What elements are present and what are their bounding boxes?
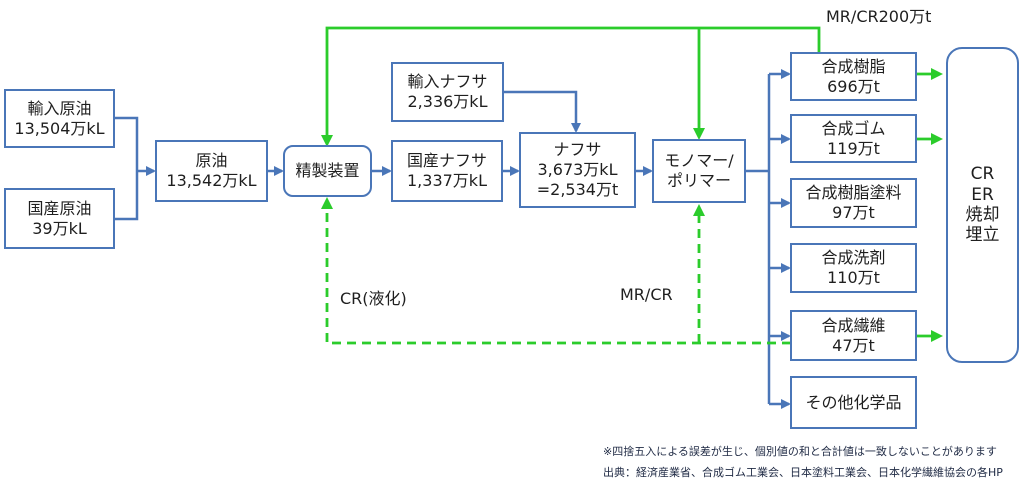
domestic-naphtha-title: 国産ナフサ: [406, 151, 487, 170]
product-value: 110万t: [827, 268, 880, 287]
naphtha-title: ナフサ: [553, 140, 602, 159]
monomer-polymer-box: モノマー/ ポリマー: [652, 139, 746, 203]
crude-value: 13,542万kL: [166, 171, 257, 190]
mr-cr-label: MR/CR: [620, 285, 673, 304]
domestic-crude-box: 国産原油 39万kL: [4, 188, 115, 249]
arrow-mr-cr-to-refinery: [321, 26, 821, 147]
disposal-box: CR ER 焼却 埋立: [946, 47, 1019, 363]
import-naphtha-box: 輸入ナフサ 2,336万kL: [391, 62, 504, 122]
arrow-cr-liquefaction: [321, 197, 791, 345]
product-synthetic-resin: 合成樹脂 696万t: [790, 52, 917, 101]
naphtha-box: ナフサ 3,673万kL =2,534万t: [519, 132, 636, 208]
product-value: 47万t: [832, 335, 875, 355]
product-title: その他化学品: [805, 392, 902, 412]
arrow-import-naphtha: [504, 90, 581, 133]
source-note: 出典：経済産業省、合成ゴム工業会、日本塗料工業会、日本化学繊維協会の各HP: [603, 466, 1003, 479]
product-value: 97万t: [832, 203, 875, 222]
polymer-title: ポリマー: [666, 171, 731, 190]
rounding-note: ※四捨五入による誤差が生じ、個別値の和と合計値は一致しないことがあります: [603, 445, 997, 458]
product-title: 合成樹脂: [821, 56, 886, 76]
naphtha-value-t: =2,534万t: [536, 180, 619, 199]
domestic-crude-value: 39万kL: [32, 218, 87, 238]
import-crude-box: 輸入原油 13,504万kL: [4, 89, 115, 148]
recycle-dashed-loop: [321, 197, 791, 345]
mr-cr-200-label: MR/CR200万t: [826, 7, 932, 26]
domestic-naphtha-value: 1,337万kL: [407, 171, 487, 190]
refinery-title: 精製装置: [295, 161, 360, 180]
product-synthetic-fiber: 合成繊維 47万t: [790, 310, 917, 361]
blue-flow-arrows: [115, 69, 791, 409]
import-naphtha-value: 2,336万kL: [407, 92, 488, 111]
product-other-chemicals: その他化学品: [790, 376, 917, 429]
import-crude-value: 13,504万kL: [14, 118, 105, 138]
monomer-title: モノマー/: [664, 151, 734, 170]
naphtha-value-kl: 3,673万kL: [537, 160, 618, 179]
cr-liquefaction-label: CR(液化): [340, 289, 407, 308]
product-resin-coating: 合成樹脂塗料 97万t: [790, 178, 917, 228]
disposal-er: ER: [971, 184, 994, 205]
disposal-landfill: 埋立: [965, 225, 1000, 246]
disposal-incineration: 焼却: [965, 205, 1000, 225]
product-title: 合成洗剤: [821, 248, 886, 267]
mr-cr-solid-loop: [321, 26, 943, 342]
product-title: 合成樹脂塗料: [805, 183, 902, 202]
import-naphtha-title: 輸入ナフサ: [407, 72, 488, 91]
domestic-naphtha-box: 国産ナフサ 1,337万kL: [391, 140, 503, 202]
domestic-crude-title: 国産原油: [27, 198, 92, 218]
import-crude-title: 輸入原油: [27, 98, 92, 118]
product-synthetic-rubber: 合成ゴム 119万t: [790, 114, 917, 163]
product-detergent: 合成洗剤 110万t: [790, 243, 917, 293]
crude-title: 原油: [195, 151, 228, 170]
product-title: 合成繊維: [821, 315, 886, 335]
product-value: 696万t: [827, 76, 880, 96]
product-title: 合成ゴム: [821, 118, 886, 138]
product-value: 119万t: [827, 138, 880, 158]
crude-box: 原油 13,542万kL: [155, 140, 268, 202]
refinery-box: 精製装置: [283, 145, 372, 197]
disposal-cr: CR: [970, 164, 995, 185]
